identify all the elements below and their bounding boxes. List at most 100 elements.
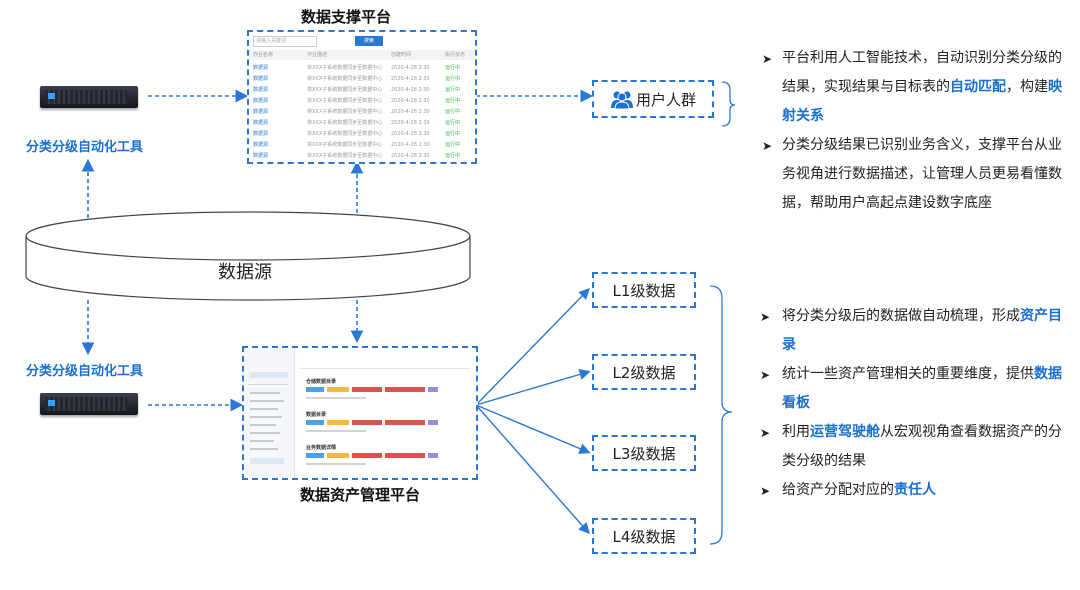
row-time: 2020-4-28 2:30	[391, 131, 430, 137]
bullet-arrow-icon: ➤	[762, 139, 773, 153]
asset-tag	[385, 420, 425, 425]
row-status: 运行中	[445, 98, 461, 104]
bullet-arrow-icon: ➤	[760, 484, 771, 498]
bullet-item: ➤ 平台利用人工智能技术，自动识别分类分级的结果，实现结果与目标表的自动匹配，构…	[762, 50, 1062, 124]
asset-platform-title: 数据资产管理平台	[300, 486, 421, 504]
asset-meta-line	[306, 463, 366, 465]
right-top-bullets: ➤ 平台利用人工智能技术，自动识别分类分级的结果，实现结果与目标表的自动匹配，构…	[754, 44, 1064, 218]
asset-section-title: 数据目录	[306, 412, 327, 418]
row-name-link[interactable]: 数据源	[253, 131, 269, 137]
row-status: 运行中	[445, 131, 461, 137]
level-box-l3: L3级数据	[592, 435, 696, 471]
col-desc: 作业描述	[307, 52, 328, 58]
bullet-arrow-icon: ➤	[760, 310, 771, 324]
row-desc: 将XXX子系统数据同步至数据中心	[307, 87, 383, 93]
col-name: 作业名称	[253, 52, 274, 58]
asset-tag	[327, 453, 349, 458]
bullet-item: ➤ 利用运营驾驶舱从宏观视角查看数据资产的分类分级的结果	[760, 424, 1062, 469]
row-name-link[interactable]: 数据源	[253, 76, 269, 82]
table-row[interactable]: 数据源 将XXX子系统数据同步至数据中心 2020-4-28 2:30 运行中	[249, 63, 475, 74]
row-status: 运行中	[445, 153, 461, 159]
arrow-to-l1	[475, 287, 590, 406]
search-button[interactable]: 搜索	[355, 36, 383, 46]
asset-tag	[352, 420, 382, 425]
row-desc: 将XXX子系统数据同步至数据中心	[307, 131, 383, 137]
asset-tag	[385, 387, 425, 392]
tool-label-bottom: 分类分级自动化工具	[26, 364, 144, 379]
bullet-item: ➤ 统计一些资产管理相关的重要维度，提供数据看板	[760, 366, 1062, 411]
row-desc: 将XXX子系统数据同步至数据中心	[307, 142, 383, 148]
brace-bottom	[709, 285, 733, 545]
search-input[interactable]: 请输入关键词	[253, 36, 317, 47]
row-desc: 将XXX子系统数据同步至数据中心	[307, 76, 383, 82]
asset-tag	[327, 420, 349, 425]
bullet-arrow-icon: ➤	[760, 426, 771, 440]
table-row[interactable]: 数据源 将XXX子系统数据同步至数据中心 2020-4-28 2:30 运行中	[249, 118, 475, 129]
arrow-to-l3	[475, 404, 591, 454]
asset-tag	[352, 387, 382, 392]
top-platform-title: 数据支撑平台	[301, 8, 392, 26]
row-name-link[interactable]: 数据源	[253, 153, 269, 159]
datasource-cylinder	[25, 211, 471, 301]
row-time: 2020-4-28 2:30	[391, 120, 430, 126]
top-platform-panel: 请输入关键词 搜索 作业名称 作业描述 创建时间 执行状态 数据源将XXX子系统…	[247, 30, 477, 164]
asset-tag	[428, 453, 438, 458]
row-desc: 将XXX子系统数据同步至数据中心	[307, 120, 383, 126]
server-bottom-icon	[40, 393, 138, 415]
row-name-link[interactable]: 数据源	[253, 142, 269, 148]
asset-tag	[428, 420, 438, 425]
asset-tag	[352, 453, 382, 458]
asset-sidebar	[244, 348, 295, 478]
row-name-link[interactable]: 数据源	[253, 109, 269, 115]
sidebar-header	[250, 372, 288, 378]
row-status: 运行中	[445, 87, 461, 93]
brace-top	[721, 81, 736, 127]
row-time: 2020-4-28 2:30	[391, 65, 430, 71]
bullet-item: ➤ 分类分级结果已识别业务含义，支撑平台从业务视角进行数据描述，让管理人员更易看…	[762, 137, 1062, 211]
table-row[interactable]: 数据源 将XXX子系统数据同步至数据中心 2020-4-28 2:30 运行中	[249, 129, 475, 140]
asset-section-title: 业务数据详情	[306, 445, 337, 451]
level-box-l1: L1级数据	[592, 272, 696, 308]
level-box-l4: L4级数据	[592, 518, 696, 554]
asset-tag	[327, 387, 349, 392]
row-status: 运行中	[445, 76, 461, 82]
asset-tag	[306, 420, 324, 425]
table-header: 作业名称 作业描述 创建时间 执行状态	[249, 50, 475, 60]
table-row[interactable]: 数据源 将XXX子系统数据同步至数据中心 2020-4-28 2:30 运行中	[249, 85, 475, 96]
arrow-to-l2	[475, 369, 591, 406]
row-status: 运行中	[445, 109, 461, 115]
row-time: 2020-4-28 2:30	[391, 153, 430, 159]
col-status: 执行状态	[445, 52, 466, 58]
level-box-l2: L2级数据	[592, 354, 696, 390]
col-time: 创建时间	[391, 52, 412, 58]
datasource-label: 数据源	[218, 262, 272, 283]
row-desc: 将XXX子系统数据同步至数据中心	[307, 65, 383, 71]
row-name-link[interactable]: 数据源	[253, 65, 269, 71]
row-status: 运行中	[445, 142, 461, 148]
row-time: 2020-4-28 2:30	[391, 87, 430, 93]
bullet-item: ➤ 将分类分级后的数据做自动梳理，形成资产目录	[760, 308, 1062, 353]
server-top-icon	[40, 86, 138, 108]
row-name-link[interactable]: 数据源	[253, 120, 269, 126]
user-group-label: 用户人群	[635, 90, 696, 109]
asset-platform-panel: 仓储数据目录数据目录业务数据详情	[242, 346, 478, 480]
row-name-link[interactable]: 数据源	[253, 87, 269, 93]
tool-label-top: 分类分级自动化工具	[26, 140, 144, 155]
bullet-arrow-icon: ➤	[762, 52, 773, 66]
asset-section-title: 仓储数据目录	[306, 379, 337, 385]
row-status: 运行中	[445, 65, 461, 71]
asset-tag	[385, 453, 425, 458]
row-name-link[interactable]: 数据源	[253, 98, 269, 104]
asset-meta-line	[306, 397, 366, 399]
bullet-arrow-icon: ➤	[760, 368, 771, 382]
row-desc: 将XXX子系统数据同步至数据中心	[307, 98, 383, 104]
row-status: 运行中	[445, 120, 461, 126]
row-desc: 将XXX子系统数据同步至数据中心	[307, 109, 383, 115]
arrow-to-l4	[475, 404, 590, 535]
